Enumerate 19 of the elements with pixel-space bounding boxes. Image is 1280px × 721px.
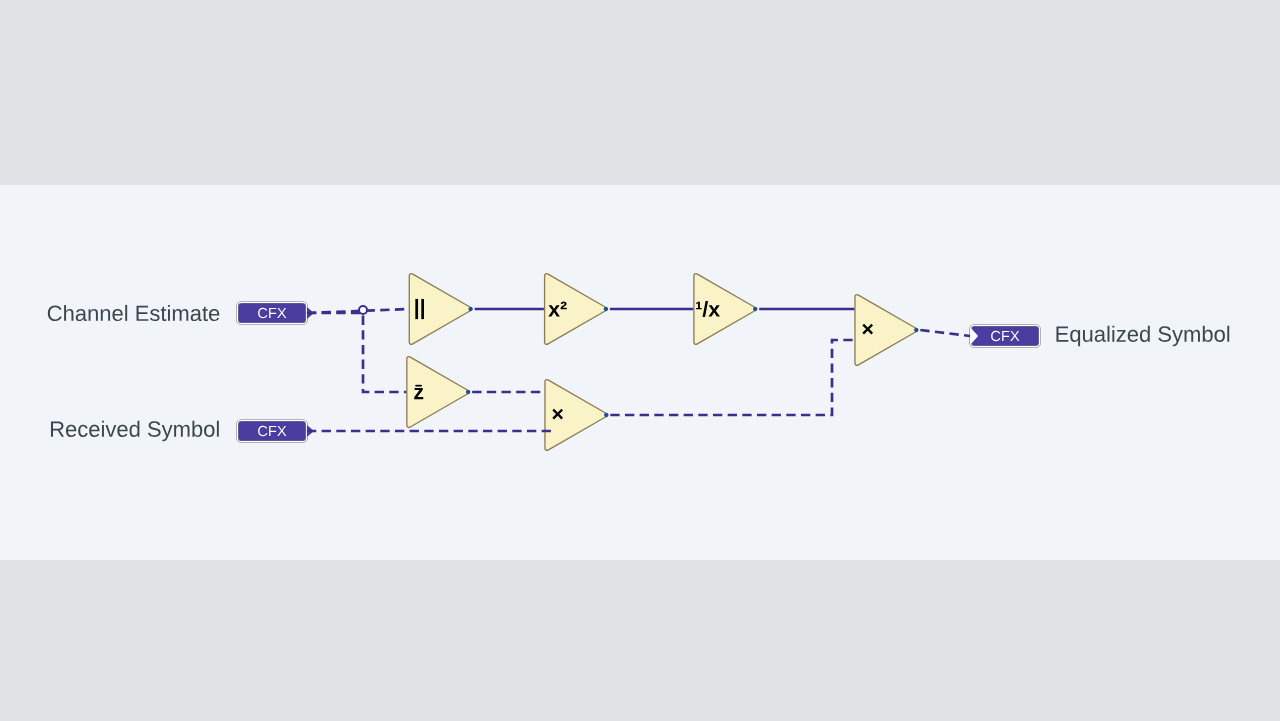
function-triangle: × — [544, 378, 609, 452]
wire — [609, 307, 694, 311]
wire — [306, 429, 553, 433]
wire — [474, 307, 544, 311]
terminal-tag: CFX — [236, 301, 314, 325]
wire — [759, 307, 855, 311]
function-triangle: || — [408, 272, 473, 346]
function-triangle: ¹/x — [693, 272, 758, 346]
function-triangle: x² — [543, 272, 609, 346]
terminal-tag: CFX — [236, 419, 314, 443]
terminal-label: Received Symbol — [50, 420, 219, 442]
wire — [306, 311, 407, 394]
terminal-label: Channel Estimate — [47, 304, 220, 322]
terminal-label: Equalized Symbol — [1056, 325, 1230, 347]
function-triangle: × — [854, 293, 919, 367]
wire — [610, 338, 855, 417]
terminal-tag: CFX — [969, 324, 1041, 348]
wire — [920, 328, 971, 338]
function-triangle: z̄ — [406, 355, 471, 429]
